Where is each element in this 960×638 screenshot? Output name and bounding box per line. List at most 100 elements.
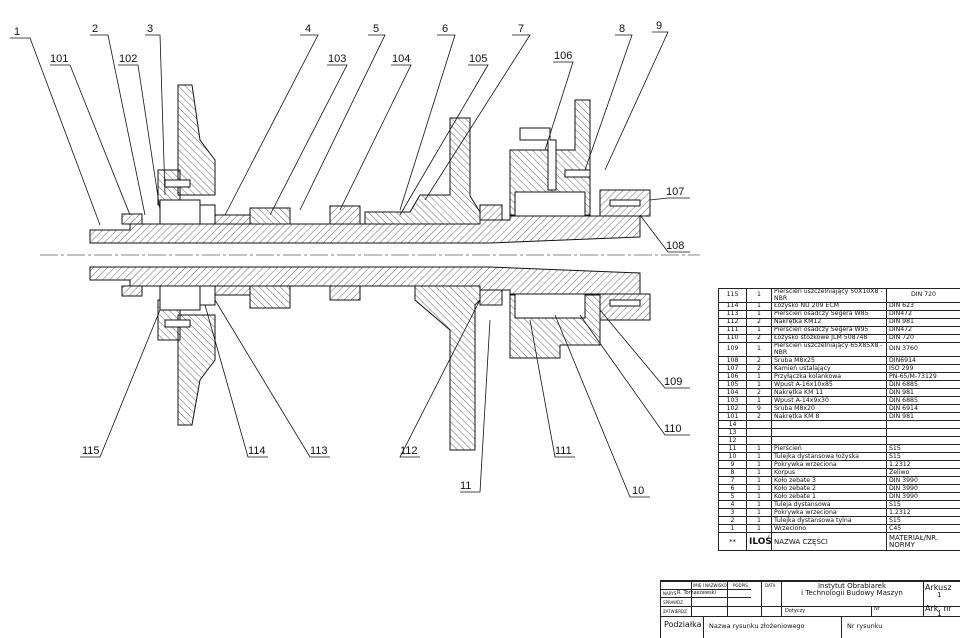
- sheet-no-value: 1: [937, 611, 941, 618]
- part-qty: 1: [747, 517, 772, 525]
- part-name: Pokrywka wrzeciona: [772, 461, 887, 469]
- part-nr: 107: [719, 365, 747, 373]
- callout-107: 107: [666, 186, 684, 198]
- part-material: DIN 720: [887, 289, 960, 303]
- part-nr: 109: [719, 343, 747, 357]
- part-name: Tulejka dystansowa łożyska: [772, 453, 887, 461]
- col-date-label: DATA: [765, 582, 775, 589]
- part-material: DIN6914: [887, 357, 960, 365]
- part-nr: 6: [719, 485, 747, 493]
- part-qty: 1: [747, 509, 772, 517]
- part-name: [772, 429, 887, 437]
- parts-row: 12: [719, 437, 960, 445]
- part-name: Przyłączka kolankowa: [772, 373, 887, 381]
- part-material: Żeliwo: [887, 469, 960, 477]
- part-name: Korpus: [772, 469, 887, 477]
- part-qty: 1: [747, 343, 772, 357]
- callout-103: 103: [328, 53, 346, 65]
- part-material: DIN 720: [887, 335, 960, 343]
- title-block: IMIĘ I NAZWISKO PODPIS DATA NARYS. R. To…: [660, 580, 960, 638]
- part-qty: 1: [747, 303, 772, 311]
- part-qty: 1: [747, 469, 772, 477]
- callout-108: 108: [666, 240, 684, 252]
- part-name: Koło zebate 2: [772, 485, 887, 493]
- part-material: DIN 623: [887, 303, 960, 311]
- taper-bearing-bottom: [515, 294, 585, 318]
- part-nr: 113: [719, 311, 747, 319]
- part-qty: 2: [747, 365, 772, 373]
- part-material: DIN 981: [887, 319, 960, 327]
- part-name: Koło zebate 1: [772, 493, 887, 501]
- part-qty: 1: [747, 501, 772, 509]
- callout-5: 5: [373, 23, 379, 35]
- parts-row: 13: [719, 429, 960, 437]
- callout-11: 11: [460, 480, 471, 492]
- part-qty: 2: [747, 357, 772, 365]
- callout-1: 1: [14, 26, 20, 38]
- part-nr: 104: [719, 389, 747, 397]
- part-qty: 1: [747, 461, 772, 469]
- part-material: [887, 429, 960, 437]
- part-nr: 11: [719, 445, 747, 453]
- part-qty: 2: [747, 413, 772, 421]
- part-material: DIN 6914: [887, 405, 960, 413]
- part-name: Koło zebate 3: [772, 477, 887, 485]
- part-nr: 5: [719, 493, 747, 501]
- part-qty: 1: [747, 311, 772, 319]
- callout-106: 106: [554, 50, 572, 62]
- sheet-value: 1: [937, 592, 941, 599]
- part-nr: 112: [719, 319, 747, 327]
- part-material: ISO 299: [887, 365, 960, 373]
- drawing-name-label: Nazwa rysunku złożeniowego: [709, 623, 805, 630]
- part-material: DIN 3990: [887, 477, 960, 485]
- part-name: Pierścień osadczy Segera W95: [772, 327, 887, 335]
- part-qty: 1: [747, 445, 772, 453]
- part-name: Wrzeciono: [772, 525, 887, 533]
- part-name: Nakrętka KM 11: [772, 389, 887, 397]
- header-nr: **: [719, 533, 747, 551]
- drew-label: NARYS.: [663, 590, 678, 597]
- part-nr: 4: [719, 501, 747, 509]
- nr-label: Nr: [874, 606, 880, 613]
- part-nr: 1: [719, 525, 747, 533]
- part-nr: 102: [719, 405, 747, 413]
- checked-label: SPRAWDZ.: [663, 599, 684, 606]
- callout-113: 113: [310, 445, 328, 457]
- part-nr: 13: [719, 429, 747, 437]
- part-nr: 7: [719, 477, 747, 485]
- part-material: DIN 6885: [887, 381, 960, 389]
- part-nr: 106: [719, 373, 747, 381]
- part-material: S15: [887, 501, 960, 509]
- parts-row: 14: [719, 421, 960, 429]
- part-qty: 1: [747, 453, 772, 461]
- callout-6: 6: [442, 23, 448, 35]
- bearing-left-bottom: [160, 286, 200, 310]
- callout-110: 110: [664, 423, 682, 435]
- part-qty: [747, 437, 772, 445]
- header-qty: ILOŚĆ: [747, 533, 772, 551]
- part-name: Łożysko NU 209 ECM: [772, 303, 887, 311]
- part-nr: 114: [719, 303, 747, 311]
- part-material: C45: [887, 525, 960, 533]
- part-qty: [747, 429, 772, 437]
- part-material: DIN 3760: [887, 343, 960, 357]
- part-material: S15: [887, 517, 960, 525]
- callout-8: 8: [619, 23, 625, 35]
- part-name: Kamień ustalający: [772, 365, 887, 373]
- part-material: [887, 437, 960, 445]
